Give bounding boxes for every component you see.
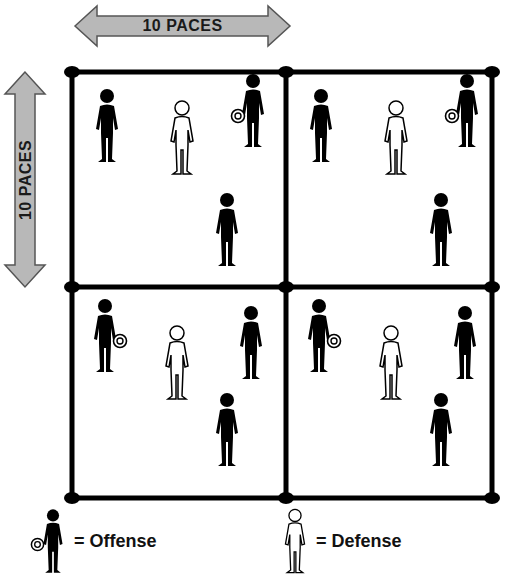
legend-text: = Defense: [316, 530, 402, 552]
pace-label: 10 PACES: [97, 16, 268, 36]
pace-arrow: [75, 6, 290, 46]
cone-dots: [64, 66, 500, 504]
legend-text: = Offense: [74, 530, 157, 552]
players: [94, 74, 478, 466]
grid-lines: [72, 72, 492, 498]
legend-samples: [31, 509, 304, 572]
pace-arrow: [5, 72, 45, 287]
pace-label: 10 PACES: [15, 94, 35, 265]
